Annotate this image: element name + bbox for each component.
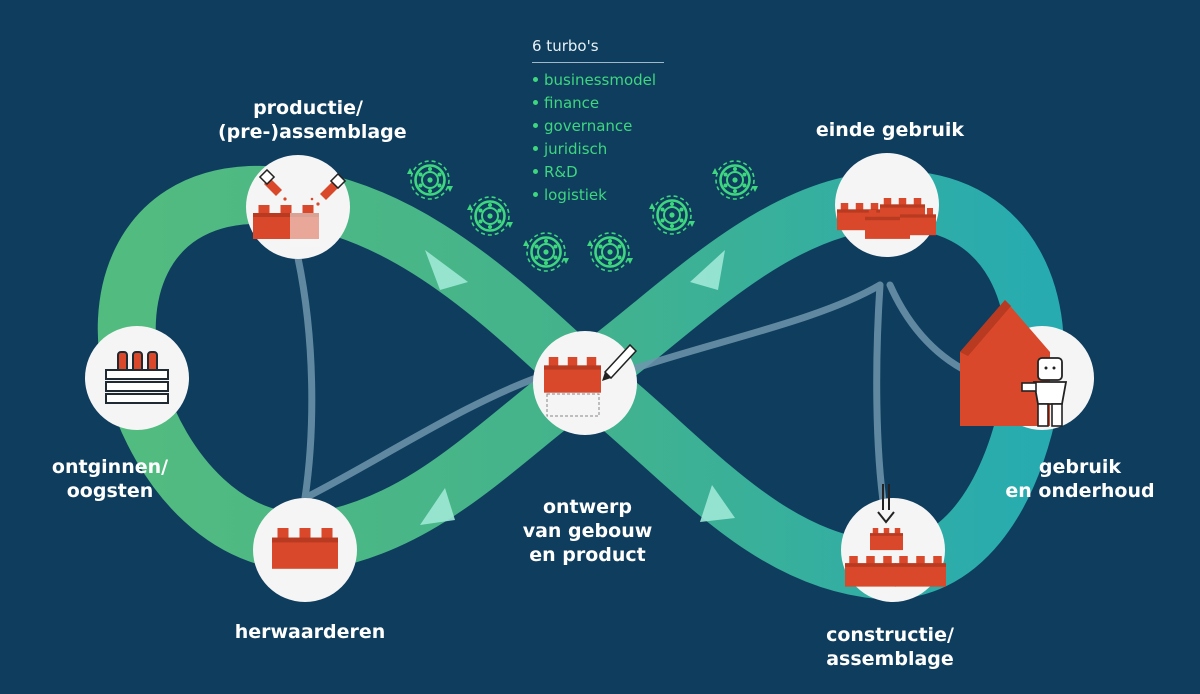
label-einde-gebruik: einde gebruik	[815, 119, 965, 141]
node-constructie	[841, 484, 946, 602]
label-gebruik: gebruik en onderhoud	[1005, 456, 1155, 502]
label-herwaarderen: herwaarderen	[234, 621, 386, 643]
bullet-icon	[533, 168, 538, 174]
bullet-icon	[533, 145, 538, 151]
turbo-wheel-icon	[521, 231, 571, 273]
turbo-item: R&D	[532, 161, 664, 184]
flow-arrows	[420, 250, 735, 525]
house-lego-figure-icon	[960, 300, 1068, 427]
connector-lines	[294, 254, 979, 519]
node-ontwerp	[533, 331, 638, 435]
crane-hook-bricks-icon	[845, 484, 946, 587]
turbo-list-panel: 6 turbo's businessmodel finance governan…	[532, 36, 664, 207]
brick-pipettes-icon	[253, 168, 347, 247]
turbo-item: juridisch	[532, 138, 664, 161]
node-productie	[246, 155, 350, 259]
turbo-list-title: 6 turbo's	[532, 36, 664, 63]
turbo-item: finance	[532, 92, 664, 115]
node-herwaarderen	[253, 498, 357, 602]
bullet-icon	[533, 191, 538, 197]
label-ontwerp: ontwerp van gebouw en product	[522, 496, 653, 566]
single-brick-icon	[272, 528, 338, 569]
turbo-item: logistiek	[532, 184, 664, 207]
bottle-crate-icon	[105, 351, 169, 404]
turbo-item: governance	[532, 115, 664, 138]
node-einde-gebruik	[835, 153, 939, 257]
brick-design-pencil-icon	[544, 343, 638, 417]
turbo-list: businessmodel finance governance juridis…	[532, 69, 664, 207]
node-gebruik	[960, 300, 1094, 430]
turbo-wheel-icon	[585, 231, 635, 273]
bullet-icon	[533, 99, 538, 105]
node-ontginnen	[85, 326, 189, 430]
label-constructie: constructie/ assemblage	[826, 624, 954, 670]
bullet-icon	[533, 76, 538, 82]
turbo-wheel-icon	[710, 159, 760, 201]
bullet-icon	[533, 122, 538, 128]
turbo-item: businessmodel	[532, 69, 664, 92]
label-productie: productie/ (pre-)assemblage	[218, 97, 407, 143]
label-ontginnen: ontginnen/ oogsten	[51, 456, 169, 502]
turbo-wheel-icon	[405, 159, 455, 201]
turbo-wheel-icon	[465, 195, 515, 237]
